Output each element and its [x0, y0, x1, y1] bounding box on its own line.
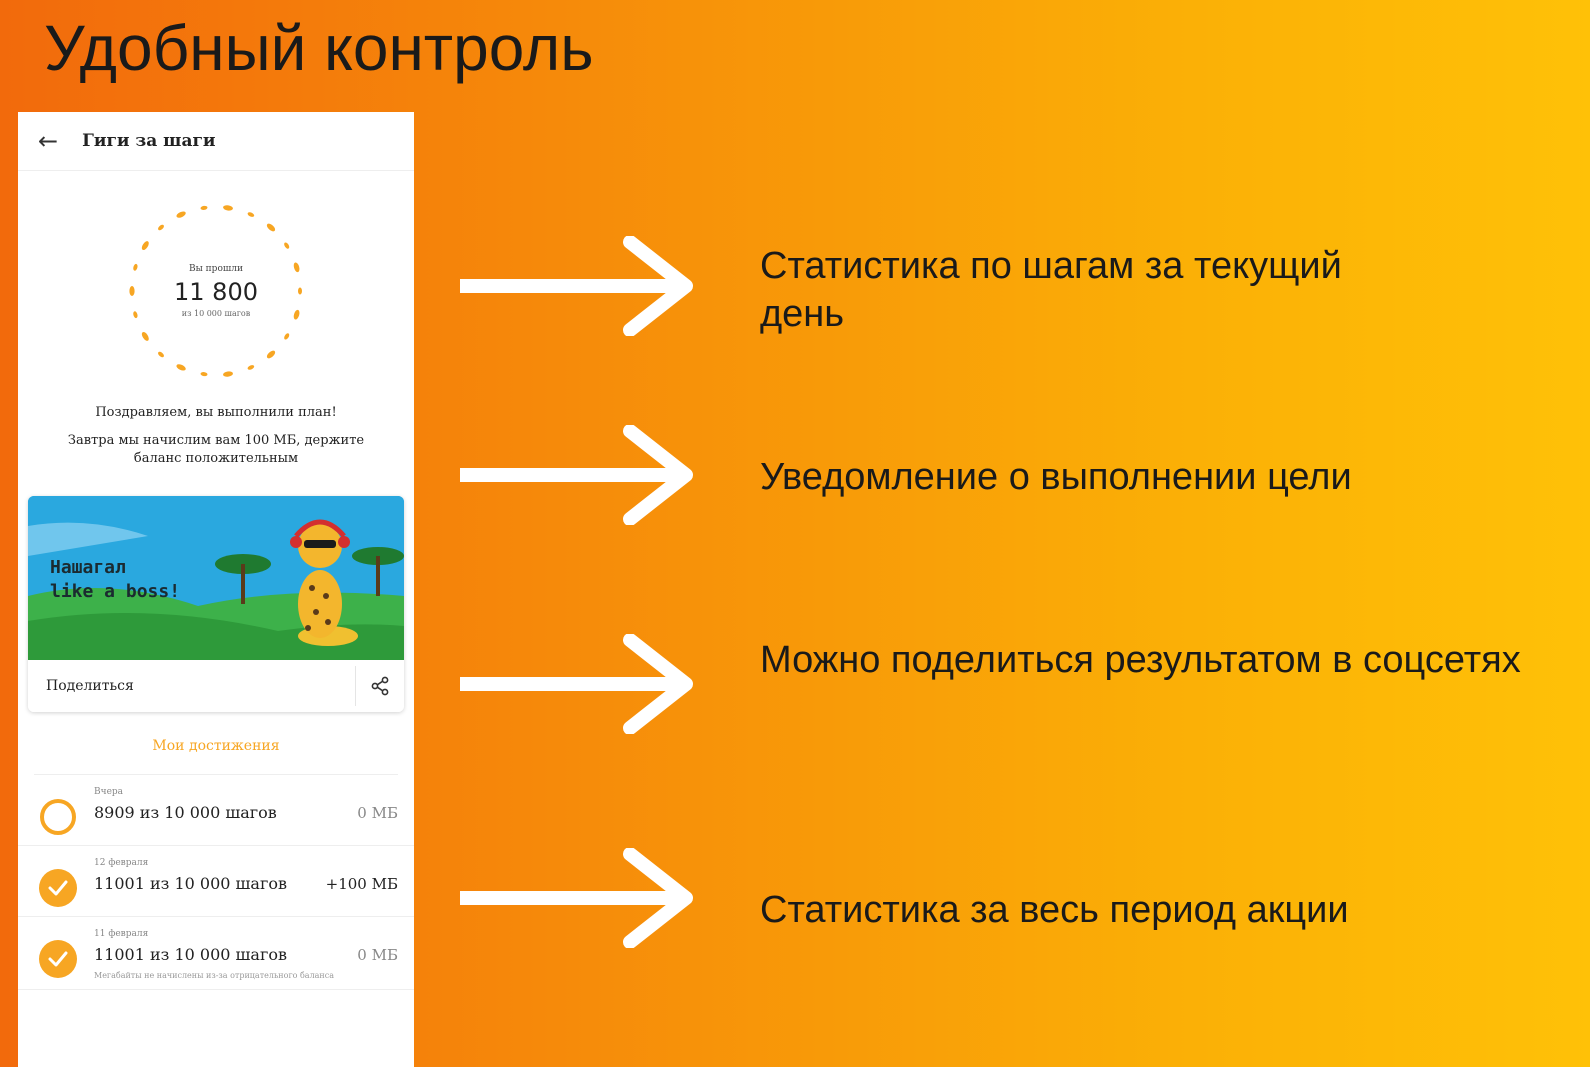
- share-card: Нашагал like a boss! Поделиться: [28, 496, 404, 712]
- app-bar: ← Гиги за шаги: [18, 112, 414, 171]
- stat-date: Вчера: [94, 787, 124, 797]
- ring-label: Вы прошли: [189, 264, 243, 274]
- steps-progress-ring: Вы прошли 11 800 из 10 000 шагов: [116, 191, 316, 391]
- check-circle-icon: [39, 869, 77, 907]
- back-arrow-icon[interactable]: ←: [38, 127, 59, 155]
- app-title: Гиги за шаги: [82, 131, 216, 151]
- stat-note: Мегабайты не начислены из-за отрицательн…: [94, 971, 335, 980]
- arrow-right-icon: [460, 425, 693, 525]
- banner-line-1: Нашагал: [50, 557, 126, 578]
- steps-goal: из 10 000 шагов: [181, 309, 251, 318]
- stat-date: 12 февраля: [94, 858, 149, 868]
- caption-period-stats: Статистика за весь период акции: [760, 889, 1349, 931]
- stat-steps: 11001 из 10 000 шагов: [94, 945, 287, 964]
- caption-share: Можно поделиться результатом в соцсетях: [760, 639, 1521, 681]
- banner-line-2: like a boss!: [50, 581, 181, 602]
- stat-row: 11 февраля 11001 из 10 000 шагов 0 МБ Мегаб…: [18, 917, 414, 990]
- congrats-message: Поздравляем, вы выполнили план!: [95, 405, 337, 420]
- stat-mb: 0 МБ: [357, 804, 398, 822]
- stat-date: 11 февраля: [94, 929, 149, 939]
- stat-row: Вчера 8909 из 10 000 шагов 0 МБ: [18, 775, 414, 846]
- share-banner-image: Нашагал like a boss!: [28, 496, 404, 660]
- phone-screen: ← Гиги за шаги Вы прошли 11 800 из 10 00…: [18, 112, 414, 1067]
- stat-steps: 8909 из 10 000 шагов: [94, 803, 277, 822]
- divider: [34, 774, 398, 775]
- reward-notice: Завтра мы начислим вам 100 МБ, держите б…: [67, 433, 365, 466]
- check-circle-icon: [39, 940, 77, 978]
- arrow-right-icon: [460, 848, 693, 948]
- footprints-ring-icon: [129, 205, 302, 377]
- stat-mb: +100 МБ: [325, 875, 398, 893]
- slide-title: Удобный контроль: [44, 12, 594, 84]
- stat-steps: 11001 из 10 000 шагов: [94, 874, 287, 893]
- steps-count: 11 800: [174, 278, 258, 306]
- share-icon[interactable]: [370, 676, 390, 696]
- share-button[interactable]: Поделиться: [28, 660, 404, 712]
- stat-row: 12 февраля 11001 из 10 000 шагов +100 МБ: [18, 846, 414, 917]
- stat-mb: 0 МБ: [357, 946, 398, 964]
- caption-daily-stats: Статистика по шагам за текущий день: [760, 245, 1342, 335]
- caption-goal-notice: Уведомление о выполнении цели: [760, 456, 1352, 498]
- share-label: Поделиться: [46, 678, 134, 694]
- progress-ring-icon: [40, 799, 76, 835]
- my-achievements-link[interactable]: Мои достижения: [152, 738, 280, 754]
- arrow-right-icon: [460, 236, 693, 336]
- arrow-right-icon: [460, 634, 693, 734]
